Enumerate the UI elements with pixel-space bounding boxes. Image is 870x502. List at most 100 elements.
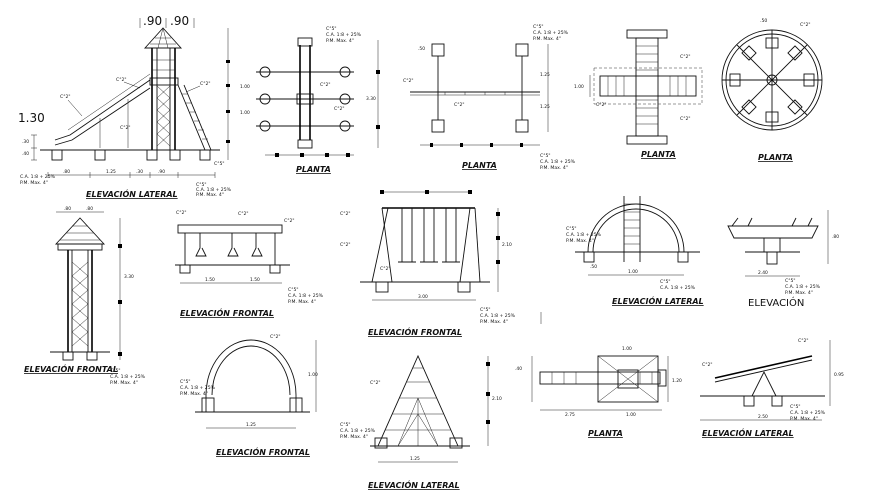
view-title: ELEVACIÓN FRONTAL — [368, 326, 462, 337]
dim-label: 1.50 — [205, 277, 215, 283]
view-title: ELEVACIÓN LATERAL — [368, 479, 460, 490]
dome-climber-lateral-elevation: 1.00 .50 C°5" C.A. 1:8 + 25% P.M. Max. 4… — [566, 196, 704, 306]
concrete-note: C.A. 1:8 + 25% — [196, 187, 232, 193]
view-title: ELEVACIÓN FRONTAL — [24, 363, 118, 374]
concrete-note: C.A. 1:8 + 25% — [566, 232, 602, 238]
arch-climber-frontal-elevation: 1.25 1.00 C°2" C°5" C.A. 1:8 + 25% P.M. … — [180, 334, 318, 457]
note: C°2" — [60, 94, 71, 100]
note: C°2" — [680, 116, 691, 122]
note: C°5" — [180, 379, 191, 385]
concrete-note: P.M. Max. 4" — [20, 180, 48, 186]
dim-label: 3.30 — [366, 96, 376, 102]
dim-label: 2.10 — [502, 242, 512, 248]
note: C°2" — [120, 125, 131, 131]
concrete-note: C.A. 1:8 + 25% — [540, 159, 576, 165]
dim-label: 3.00 — [418, 294, 428, 300]
note: C°5" — [660, 279, 671, 285]
dim-label: 1.25 — [246, 422, 256, 428]
view-title: ELEVACIÓN LATERAL — [702, 427, 794, 438]
dim-label: 1.25 — [540, 104, 550, 110]
plan-view-5: 2.75 1.00 1.00 1.20 .40 PLANTA — [515, 346, 682, 438]
concrete-note: C.A. 1:8 + 25% — [180, 385, 216, 391]
dim-label: 2.10 — [492, 396, 502, 402]
note: C°2" — [380, 266, 391, 272]
concrete-note: C.A. 1:8 + 25% — [326, 32, 362, 38]
note: C°2" — [798, 338, 809, 344]
plan-view-4: C°2" .50 PLANTA — [721, 18, 823, 162]
dim-label: 1.25 — [410, 456, 420, 462]
dim-label: 1.00 — [622, 346, 632, 352]
concrete-note: C.A. 1:8 + 25% — [533, 30, 569, 36]
big-dim: .90 — [143, 14, 162, 28]
dim-label: 1.00 — [308, 372, 318, 378]
dim-label: 1.00 — [240, 84, 250, 90]
view-title: PLANTA — [641, 150, 676, 159]
note: C°2" — [454, 102, 465, 108]
concrete-note: C.A. 1:8 + 25% — [790, 410, 826, 416]
dim-label: .30 — [22, 139, 29, 145]
concrete-note: P.M. Max. 4" — [326, 38, 354, 44]
note: C°5" — [110, 368, 121, 374]
dim-label: 2.40 — [758, 270, 768, 276]
plan-view-1: 3.30 1.00 1.00 C°5" C.A. 1:8 + 25% P.M. … — [240, 26, 380, 174]
note: C°5" — [196, 182, 207, 188]
dim-label: .40 — [22, 151, 29, 157]
dim-label: .90 — [158, 169, 165, 175]
dim-label: 1.50 — [250, 277, 260, 283]
view-title: PLANTA — [588, 429, 623, 438]
concrete-note: P.M. Max. 4" — [790, 416, 818, 422]
dim-label: .50 — [760, 18, 767, 24]
dim-label: .80 — [63, 169, 70, 175]
note: C°2" — [284, 218, 295, 224]
dim-label: 1.25 — [540, 72, 550, 78]
dim-label: 1.25 — [106, 169, 116, 175]
note: C°5" — [480, 307, 491, 313]
note: C°5" — [790, 404, 801, 410]
concrete-note: P.M. Max. 4" — [180, 391, 208, 397]
concrete-note: P.M. Max. 4" — [110, 380, 138, 386]
big-dim: 1.30 — [18, 111, 45, 125]
note: C°2" — [800, 22, 811, 28]
note: C°2" — [238, 211, 249, 217]
view-title: ELEVACIÓN FRONTAL — [216, 446, 310, 457]
note: C°5" — [785, 278, 796, 284]
note: C°5" — [326, 26, 337, 32]
concrete-note: C.A. 1:8 + 25% — [340, 428, 376, 434]
view-title: PLANTA — [462, 161, 497, 170]
slide-tower-lateral-elevation: .80 1.25 .30 .90 .30 .40 C°2" C°2" C°2" … — [18, 14, 232, 199]
note: C°2" — [200, 81, 211, 87]
plan-view-2: 1.25 1.25 .50 C°5" C.A. 1:8 + 25% P.M. M… — [403, 24, 576, 171]
note: C°5" — [533, 24, 544, 30]
dim-label: .50 — [418, 46, 425, 52]
tower-frontal-elevation: .80 .80 3.30 C°5" C.A. 1:8 + 25% P.M. Ma… — [24, 206, 146, 386]
concrete-note: C.A. 1:8 + 25% — [288, 293, 324, 299]
view-title: ELEVACIÓN FRONTAL — [180, 307, 274, 318]
note: C°2" — [340, 242, 351, 248]
note: C°5" — [340, 422, 351, 428]
concrete-note: P.M. Max. 4" — [480, 319, 508, 325]
concrete-note: P.M. Max. 4" — [288, 299, 316, 305]
view-title: ELEVACIÓN LATERAL — [612, 295, 704, 306]
triangle-climber-lateral-elevation: 1.25 2.10 C°2" C°5" C.A. 1:8 + 25% P.M. … — [340, 354, 502, 490]
dim-label: .40 — [515, 366, 522, 372]
view-title: ELEVACIÓN — [748, 296, 804, 309]
view-title: ELEVACIÓN LATERAL — [86, 188, 178, 199]
note: C°5" — [214, 161, 225, 167]
concrete-note: C.A. 1:8 + 25% — [660, 285, 696, 291]
view-title: PLANTA — [296, 165, 331, 174]
note: C°2" — [702, 362, 713, 368]
dim-label: 0.95 — [834, 372, 844, 378]
dim-label: .80 — [86, 206, 93, 212]
dim-label: 2.50 — [758, 414, 768, 420]
note: C°2" — [270, 334, 281, 340]
big-dim: .90 — [170, 14, 189, 28]
dim-label: .50 — [590, 264, 597, 270]
note: C°2" — [403, 78, 414, 84]
dim-label: .80 — [832, 234, 839, 240]
concrete-note: P.M. Max. 4" — [340, 434, 368, 440]
dim-label: 1.00 — [240, 110, 250, 116]
dim-label: 1.00 — [626, 412, 636, 418]
concrete-note: C.A. 1:8 + 25% — [480, 313, 516, 319]
note: C°2" — [596, 102, 607, 108]
